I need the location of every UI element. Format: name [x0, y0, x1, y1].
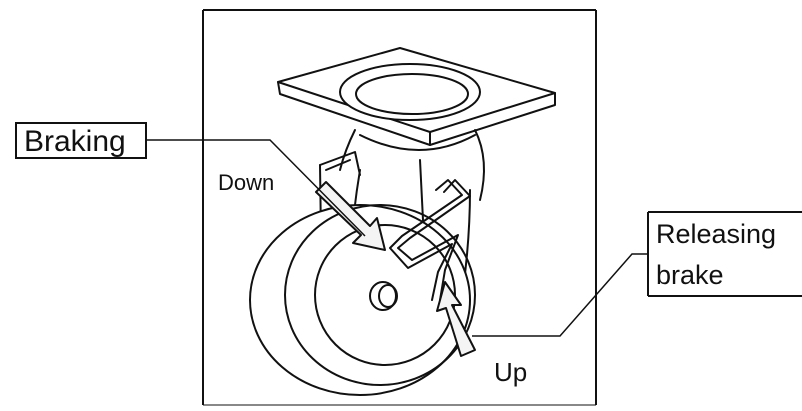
- braking-label-box: [15, 122, 147, 159]
- down-arrow: [315, 181, 386, 251]
- down-label: Down: [218, 170, 274, 195]
- releasing-label-line1: Releasing: [656, 219, 776, 249]
- releasing-label-line2: brake: [656, 260, 724, 290]
- up-label: Up: [494, 357, 527, 387]
- caster-illustration: [249, 47, 556, 396]
- braking-callout: Braking: [15, 122, 366, 237]
- releasing-leader-line: [472, 253, 648, 337]
- braking-label: Braking: [24, 125, 126, 158]
- up-arrow: [436, 281, 476, 357]
- braking-leader-line: [146, 139, 366, 237]
- illustration-frame: [202, 9, 597, 406]
- releasing-callout: Releasing brake: [472, 211, 802, 337]
